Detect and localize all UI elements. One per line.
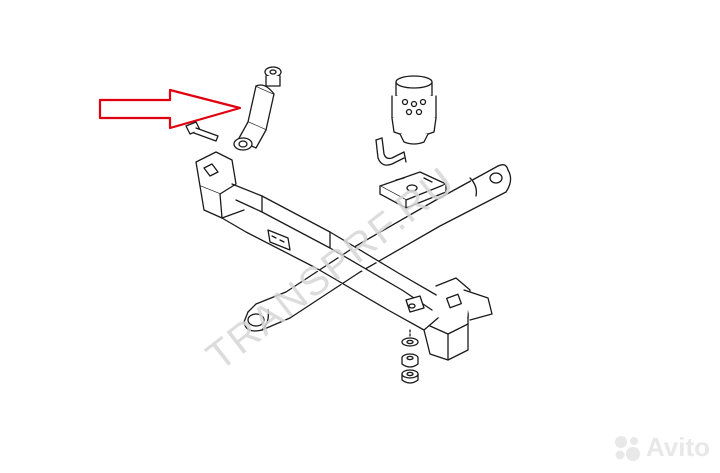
watermark-text: TRANSPRF.RU [198,158,463,379]
brand-logo-text: Avito [645,432,710,462]
avito-dots-icon [614,435,640,461]
leaf-spring [243,164,512,332]
washer-nut-stack [401,329,419,384]
spring-seat [379,171,447,209]
bump-stop [391,75,437,145]
u-bolt [375,137,407,166]
pointer-arrow [98,88,242,130]
shock-absorber[interactable] [233,66,282,151]
brand-logo: Avito [612,432,710,463]
axle-beam [195,151,493,361]
bolt [185,121,219,142]
